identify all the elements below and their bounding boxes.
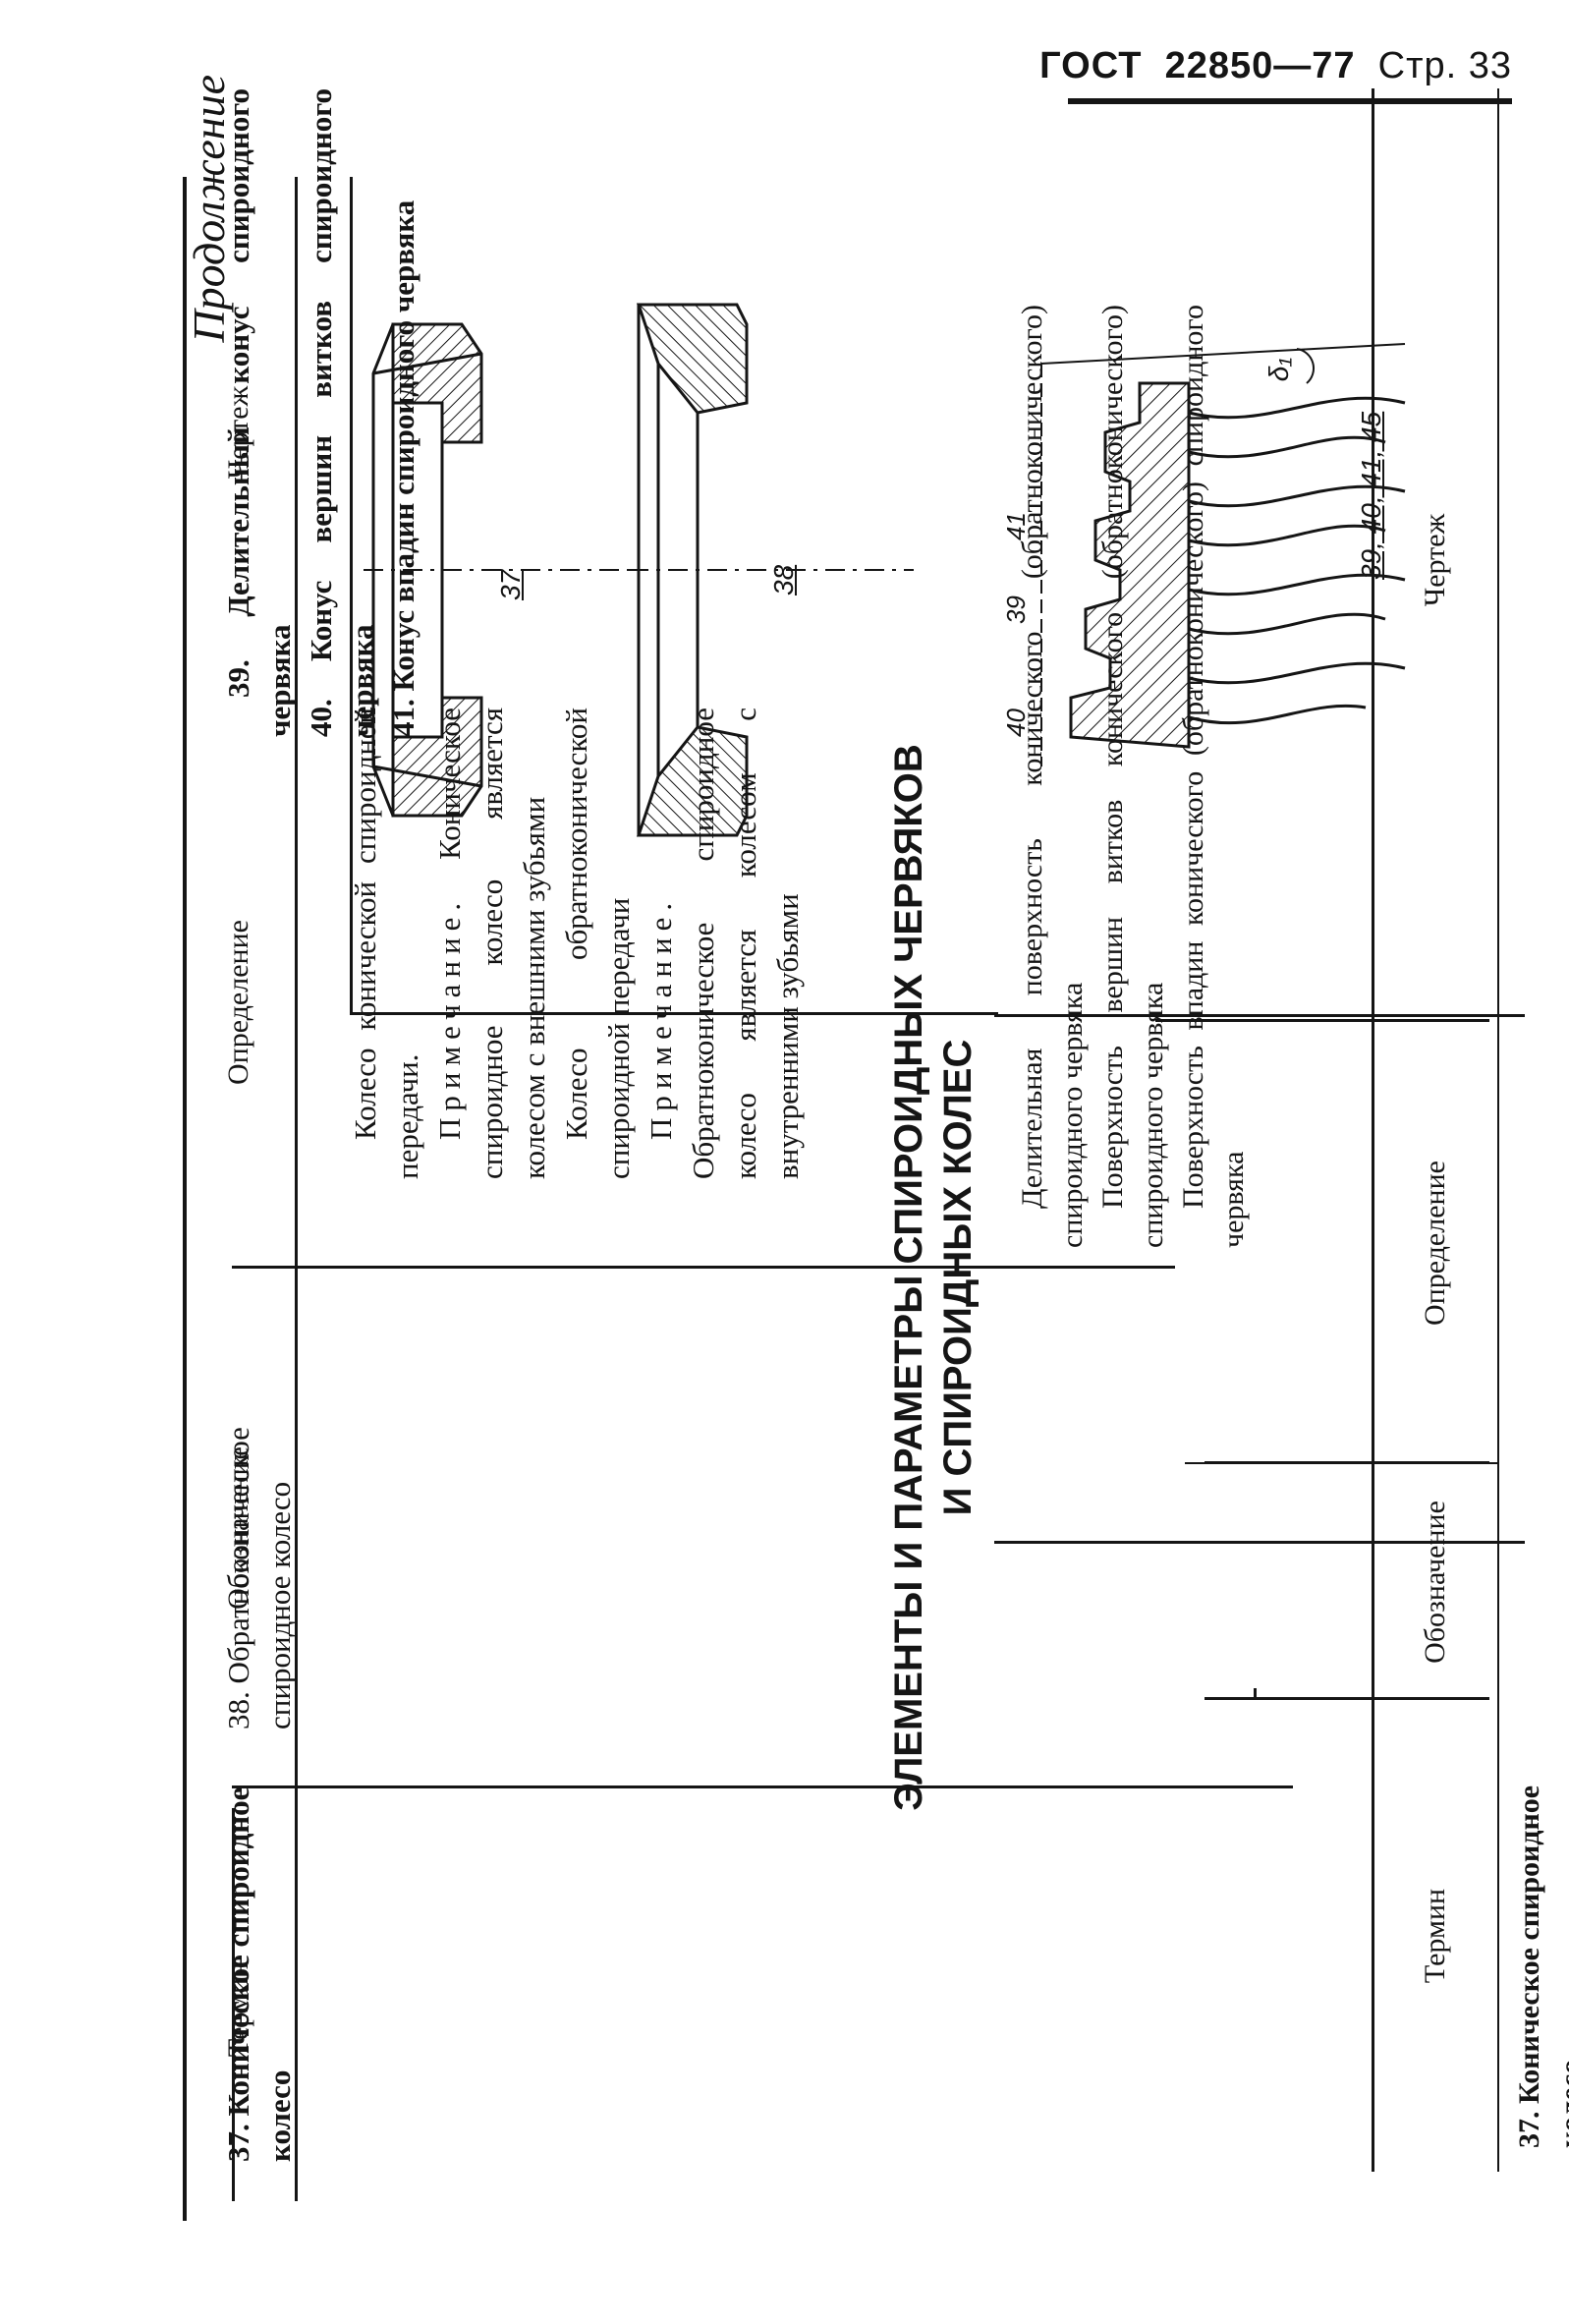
note-37-head: Примечание. (432, 895, 467, 1140)
worm-thread-1 (1188, 396, 1406, 420)
wheel-38-top-section (636, 303, 749, 415)
headers-band: Термин Обозначение Определение Чертеж (187, 69, 295, 2231)
worm-drawing (1040, 343, 1406, 766)
rule-section-separator-a (994, 1014, 1525, 1017)
rule-section-separator-b (994, 1541, 1525, 1544)
drawing-37-wheel (364, 322, 648, 818)
worm-callout-39: 39 (1000, 595, 1031, 624)
header-number: 22850—77 (1164, 45, 1356, 86)
drawing-37-label: 37 (495, 569, 526, 600)
section-title-line2: И СПИРОИДНЫХ КОЛЕС (936, 1039, 980, 1516)
worm-callout-40: 40 (1000, 709, 1031, 737)
col-term-header: Термин (222, 1961, 254, 2058)
rule-term-designation (232, 1808, 235, 2201)
worm-thread-3 (1188, 573, 1406, 596)
rule-designation-col (232, 1266, 1175, 1269)
header-page: Стр. 33 (1377, 45, 1512, 86)
rule-definition-col (232, 1786, 1293, 1788)
worm-thread-4 (1188, 661, 1406, 685)
col-designation-header: Обозначение (222, 1446, 254, 1610)
worm-thread-2 (1188, 484, 1406, 508)
header-gost: ГОСТ (1039, 45, 1143, 86)
rule-designation-definition (350, 177, 353, 1012)
worm-profile-hatched (1069, 381, 1191, 749)
page-header: ГОСТ 22850—77 Стр. 33 (1039, 45, 1512, 87)
worm-callout-41: 41 (1000, 512, 1031, 540)
wheel-38-bottom-section (636, 725, 749, 837)
drawing-38-wheel (629, 303, 914, 837)
drawing-38-label: 38 (768, 564, 799, 595)
col-definition-header: Определение (222, 920, 254, 1085)
wheel-37-top-section (391, 322, 483, 444)
wheel-37-bottom-section (391, 696, 483, 818)
worm-caption: 39, 40, 41, 45 (1356, 411, 1386, 580)
rule-header-border (295, 177, 298, 2201)
rule-definition-drawing (350, 1012, 998, 1015)
col-drawing-header: Чертеж (222, 385, 254, 480)
rule-top-border (183, 177, 187, 2221)
worm-angle-label: δ₁ (1263, 357, 1295, 382)
note-38-head: Примечание. (644, 895, 678, 1140)
header-rule (1068, 98, 1512, 104)
